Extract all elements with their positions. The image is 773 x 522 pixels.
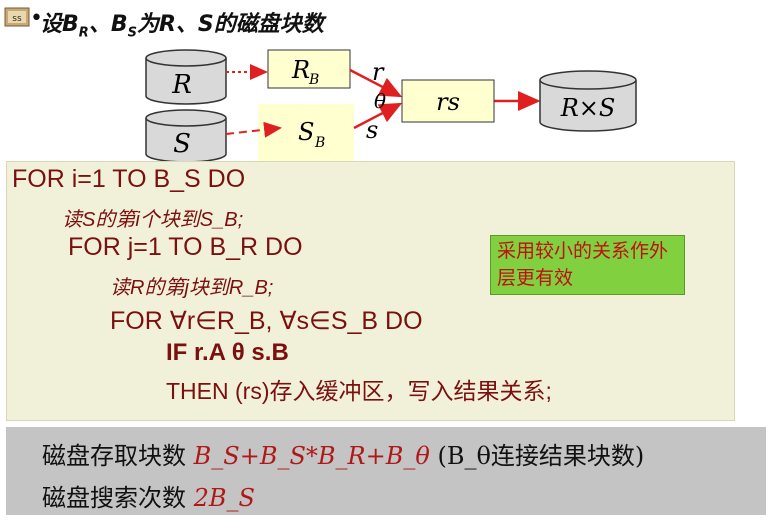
svg-text:ss: ss — [12, 14, 22, 24]
svg-text:R: R — [171, 70, 192, 100]
arrow-sb-to-rs — [353, 102, 403, 130]
svg-text:R×S: R×S — [560, 94, 616, 122]
code-line-6: IF r.A θ s.B — [166, 339, 289, 366]
access-note: (B_θ连接结果块数) — [437, 442, 645, 470]
svg-text:R: R — [291, 56, 310, 84]
buffer-sb: S B — [258, 104, 354, 166]
cost-line-access: 磁盘存取块数 B_S+B_S*B_R+B_θ (B_θ连接结果块数) — [42, 436, 644, 471]
cost-panel — [6, 427, 766, 515]
code-line-2: 读S的第i个块到S_B; — [62, 209, 244, 231]
code-line-7: THEN (rs)存入缓冲区，写入结果关系; — [166, 378, 552, 404]
code-line-5: FOR ∀r∈R_B, ∀s∈S_B DO — [110, 307, 423, 335]
arrow-rb-to-rs — [349, 68, 403, 98]
seek-label: 磁盘搜索次数 — [42, 484, 186, 512]
code-line-1: FOR i=1 TO B_S DO — [12, 165, 246, 193]
label-s: s — [366, 116, 378, 144]
svg-text:B: B — [308, 72, 319, 88]
join-diagram: R S R B S B r θ s rs R×S — [145, 49, 637, 166]
svg-text:B: B — [314, 135, 325, 151]
label-r: r — [372, 58, 385, 86]
cost-line-seek: 磁盘搜索次数 2B_S — [42, 478, 255, 513]
bullet-dot: • — [30, 6, 43, 31]
slide-logo-icon: ss — [4, 6, 30, 28]
buffer-rb: R B — [267, 49, 351, 89]
access-label: 磁盘存取块数 — [42, 442, 186, 470]
svg-text:rs: rs — [436, 88, 460, 116]
access-formula: B_S+B_S*B_R+B_θ — [193, 442, 430, 470]
svg-text:S: S — [298, 118, 314, 146]
seek-formula: 2B_S — [193, 484, 255, 512]
svg-text:S: S — [173, 129, 191, 159]
arrow-s-to-sb — [225, 121, 282, 138]
buffer-rs: rs — [401, 79, 495, 123]
disk-s: S — [145, 109, 227, 163]
tip-note: 采用较小的关系作外层更有效 — [490, 235, 685, 295]
disk-r: R — [145, 49, 227, 105]
label-theta: θ — [374, 89, 386, 113]
code-line-3: FOR j=1 TO B_R DO — [68, 233, 303, 261]
disk-result: R×S — [539, 70, 637, 132]
slide-title: 设BR、BS为R、S的磁盘块数 — [40, 12, 324, 41]
code-line-4: 读R的第j块到R_B; — [110, 277, 274, 299]
